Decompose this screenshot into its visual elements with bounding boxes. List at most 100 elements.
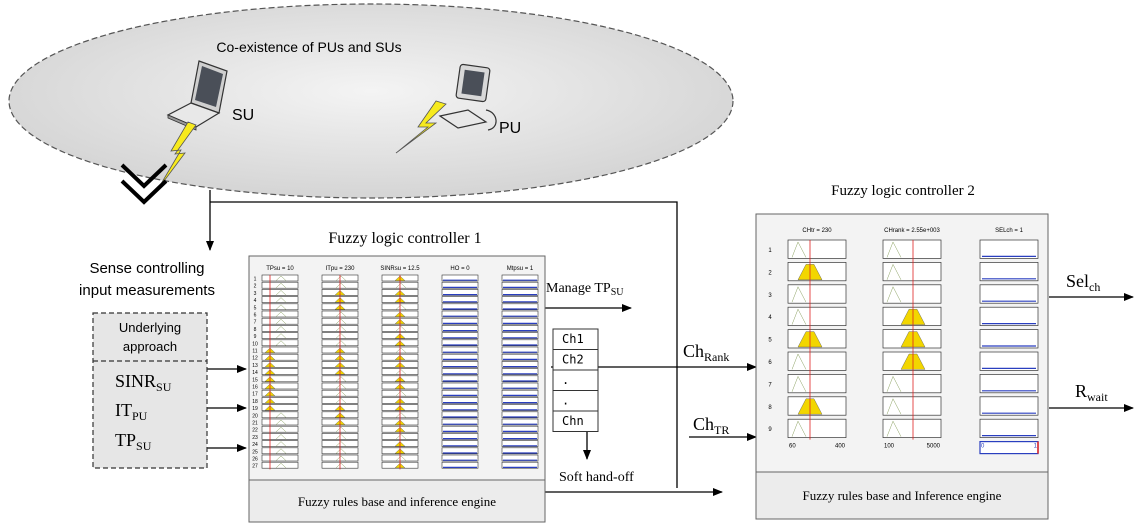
flc2-membership-outline: [886, 286, 902, 303]
flc1-cell: [261, 353, 299, 361]
flc2-membership-outline: [886, 420, 902, 437]
flc2-column-header: SELch = 1: [995, 228, 1024, 234]
flc2-membership-outline: [791, 375, 807, 392]
flc1-row-number: 8: [254, 327, 257, 333]
flc1-cell: [441, 325, 479, 332]
flc1-membership-outline: [335, 455, 347, 461]
soft-handoff-label: Soft hand-off: [559, 470, 634, 485]
flc1-membership-outline: [335, 275, 347, 281]
flc1-cell: [501, 447, 539, 455]
flc1-column-header: ITpu = 230: [326, 266, 356, 272]
flc1-cell: [441, 397, 479, 404]
flc1-cell: [501, 281, 539, 289]
flc1-membership-outline: [275, 412, 287, 418]
flc1-membership-outline: [275, 419, 287, 425]
input-it-pu: ITPU: [115, 400, 148, 423]
flow-lines: [206, 190, 1134, 496]
flc2-cell: [979, 418, 1039, 438]
flc2-membership-outline: [886, 263, 902, 280]
flc1-cell: [501, 397, 539, 404]
flc2-axis-max: 5000: [927, 444, 941, 450]
sel-ch-label: Selch: [1066, 271, 1100, 294]
flc2-cell: [787, 306, 847, 326]
flc1-membership-outline: [335, 376, 347, 382]
flc1-row-number: 6: [254, 313, 257, 319]
flc2-cell: [882, 239, 942, 259]
flc2-cell: [787, 284, 847, 304]
flc1-membership-outline: [275, 326, 287, 332]
flc1-rules-label: Fuzzy rules base and inference engine: [298, 494, 496, 509]
flc2-row-number: 9: [768, 427, 772, 433]
flc1-cell: [261, 346, 299, 354]
flc2-cell: [979, 396, 1039, 416]
flc1-membership-outline: [395, 434, 407, 440]
flc2-membership-outline: [791, 286, 807, 303]
flc1-row-number: 13: [252, 363, 258, 369]
flc1-cell: [501, 303, 539, 311]
flc1-cell: [441, 375, 479, 383]
flc1-row-number: 21: [252, 421, 258, 427]
flc1-cell: [261, 289, 299, 296]
flc1-membership-outline: [275, 311, 287, 317]
r-wait-label: Rwait: [1075, 381, 1108, 404]
flc1-cell: [501, 325, 539, 332]
flc1-cell: [261, 418, 299, 426]
flc2-cell: [979, 239, 1039, 259]
flc2-row-number: 4: [768, 315, 772, 321]
flc2-membership-outline: [791, 308, 807, 325]
flc1-cell: [261, 325, 299, 332]
cloud-title: Co-existence of PUs and SUs: [216, 39, 401, 55]
flc1-membership-outline: [395, 282, 407, 289]
flc2-output-selected: [979, 441, 1039, 455]
flc1-cell: [501, 404, 539, 411]
flc1-membership-outline: [335, 318, 347, 325]
flc2-cell: [882, 284, 942, 304]
flc1-cell: [441, 411, 479, 419]
flc1-row-number: 19: [252, 406, 258, 412]
flc1-cell: [501, 461, 539, 469]
flc1-column-header: HO = 0: [450, 266, 470, 272]
flc1-row-number: 5: [254, 305, 257, 311]
flc2-row-number: 3: [768, 293, 772, 299]
flc2-column-header: CHrank = 2.55e+003: [884, 228, 940, 234]
flc2-membership-outline: [791, 420, 807, 437]
channel-cell: [552, 390, 599, 412]
flc1-cell: [261, 281, 299, 289]
pu-lightning-icon: [395, 100, 447, 154]
flc1-membership-outline: [275, 426, 287, 433]
flc2-axis-max: 400: [835, 444, 846, 450]
flc1-cell: [501, 289, 539, 296]
flc2-row-number: 7: [768, 382, 772, 388]
sense-line-2: input measurements: [79, 282, 215, 299]
input-tp-su: TPSU: [115, 430, 152, 453]
flc1-row-number: 11: [252, 349, 257, 355]
flc1-cell: [501, 411, 539, 419]
flc1-cell: [501, 454, 539, 462]
coexistence-cloud: Co-existence of PUs and SUs SU PU: [8, 3, 734, 205]
flc1-membership-outline: [275, 441, 287, 447]
flc2-cell: [882, 262, 942, 282]
flc1-cell: [441, 425, 479, 433]
flc1-membership-outline: [275, 275, 287, 281]
flc1-cell: [441, 317, 479, 325]
flc1-cell: [441, 274, 479, 282]
flc2-membership-outline: [791, 353, 807, 370]
flc1-membership-outline: [275, 318, 287, 325]
flc1-membership-outline: [335, 426, 347, 433]
flc1-membership-outline: [335, 340, 347, 346]
pu-computer-icon: [438, 63, 497, 131]
su-laptop-icon: [166, 60, 228, 131]
flc2-cell: [979, 284, 1039, 304]
flc2-cell: [787, 374, 847, 394]
flc2-title: Fuzzy logic controller 2: [831, 183, 975, 199]
flc1-cell: [261, 339, 299, 347]
input-sinr-su: SINRSU: [115, 371, 172, 394]
flc1-cell: [261, 361, 299, 368]
flc1-cell: [441, 339, 479, 347]
flc1-cell: [441, 368, 479, 375]
channel-label: .: [562, 394, 569, 408]
flc1-cell: [501, 375, 539, 383]
ch-tr-label: ChTR: [693, 414, 729, 437]
channel-label: Chn: [562, 414, 584, 428]
